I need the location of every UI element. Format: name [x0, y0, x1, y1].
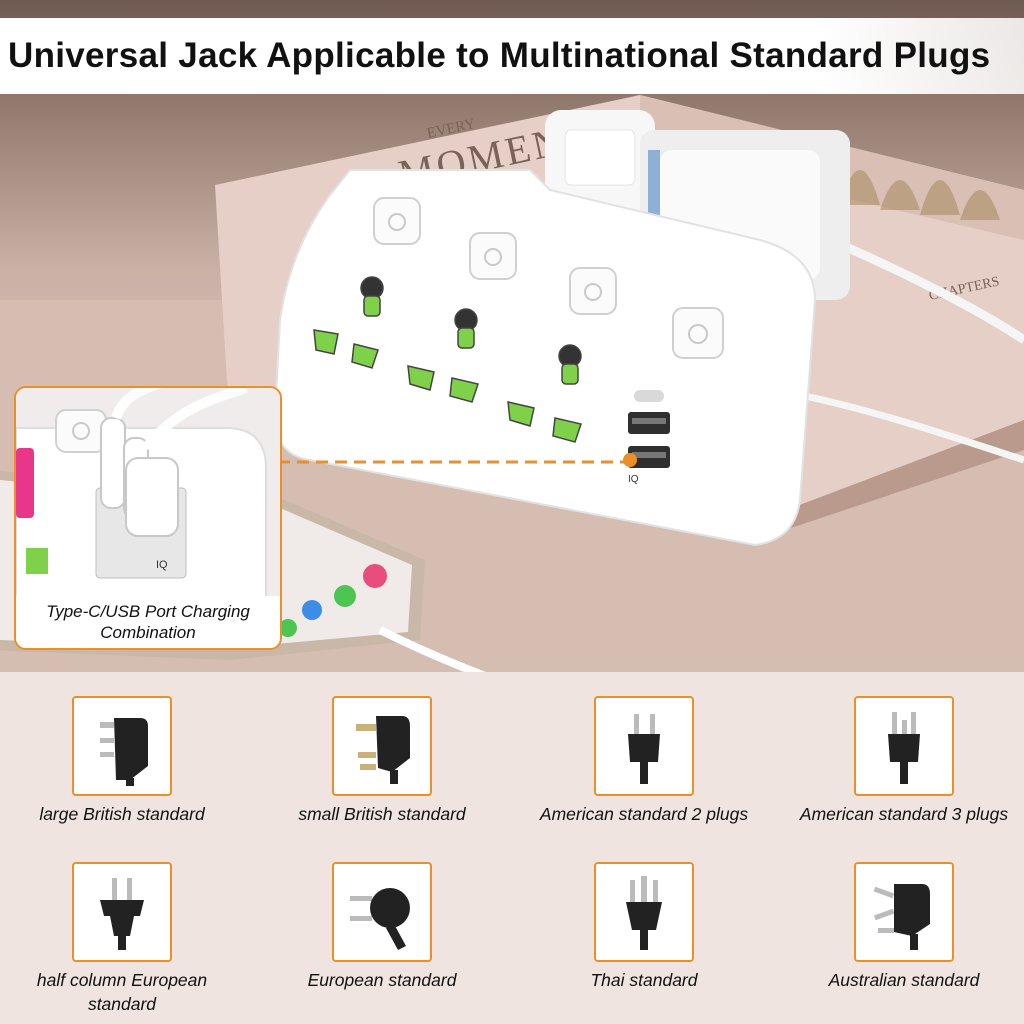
plug-label: large British standard [39, 804, 205, 824]
power-strip-scene: EVERY MOMENT CHAPTERS [0, 95, 1024, 672]
power-cord [828, 235, 1024, 344]
plug-card-us-3pin: American standard 3 plugs [794, 696, 1014, 826]
plug-icon-box [332, 862, 432, 962]
plug-label: American standard 3 plugs [799, 804, 1009, 824]
plug-icon-box [72, 696, 172, 796]
inset-caption: Type-C/USB Port Charging Combination [16, 596, 280, 648]
thai-plug-icon [626, 876, 662, 950]
product-photo: EVERY MOMENT CHAPTERS [0, 0, 1024, 672]
page-title: Universal Jack Applicable to Multination… [8, 36, 991, 75]
charging-cable [378, 626, 486, 672]
inset-usb-label: IQ [156, 559, 168, 571]
plug-icon-box [72, 862, 172, 962]
usb-closeup-illustration: IQ [16, 388, 280, 599]
plug-icon-box [332, 696, 432, 796]
switch-power-symbols [388, 213, 708, 344]
book-spine [760, 420, 1024, 535]
plug-label: Australian standard [828, 970, 980, 990]
plug-card-australian: Australian standard [794, 862, 1014, 992]
plug-label: Thai standard [590, 970, 698, 990]
usb-ports [628, 390, 670, 468]
universal-sockets [313, 276, 582, 443]
plug-label: European standard [307, 970, 457, 990]
plug-card-european: European standard [272, 862, 492, 992]
switch-buttons [373, 197, 724, 359]
us-3-pin-plug-icon [888, 712, 920, 784]
inset-usb-plugs [100, 417, 179, 537]
plug-card-half-european: half column European standard [12, 862, 232, 1016]
plug-label: half column European standard [36, 970, 208, 1014]
plug-icon-box [854, 696, 954, 796]
plug-label: small British standard [298, 804, 466, 824]
inset-switch [55, 409, 107, 453]
inset-phone-edge [16, 448, 34, 518]
plug-card-small-british: small British standard [272, 696, 492, 826]
plug-type-grid: large British standard small British sta… [0, 690, 1024, 1024]
plug-card-large-british: large British standard [12, 696, 232, 826]
plug-icon-box [594, 696, 694, 796]
plug-icon-box [854, 862, 954, 962]
plug-label: American standard 2 plugs [539, 804, 749, 824]
usb-zoom-inset: IQ Type-C/USB Port Charging Combination [14, 386, 282, 650]
plug-card-thai: Thai standard [534, 862, 754, 992]
small-british-plug-icon [356, 716, 410, 784]
plug-icon-box [594, 862, 694, 962]
leader-dot [623, 453, 637, 467]
large-british-plug-icon [100, 718, 148, 786]
us-2-pin-plug-icon [628, 714, 660, 784]
european-plug-icon [350, 888, 410, 950]
plug-card-us-2pin: American standard 2 plugs [534, 696, 754, 826]
usb-label-iq: IQ [628, 474, 639, 485]
power-strip: IQ [273, 169, 817, 547]
australian-plug-icon [873, 884, 930, 950]
half-european-plug-icon [100, 878, 144, 950]
inset-socket [26, 548, 48, 574]
title-banner: Universal Jack Applicable to Multination… [0, 18, 1024, 94]
